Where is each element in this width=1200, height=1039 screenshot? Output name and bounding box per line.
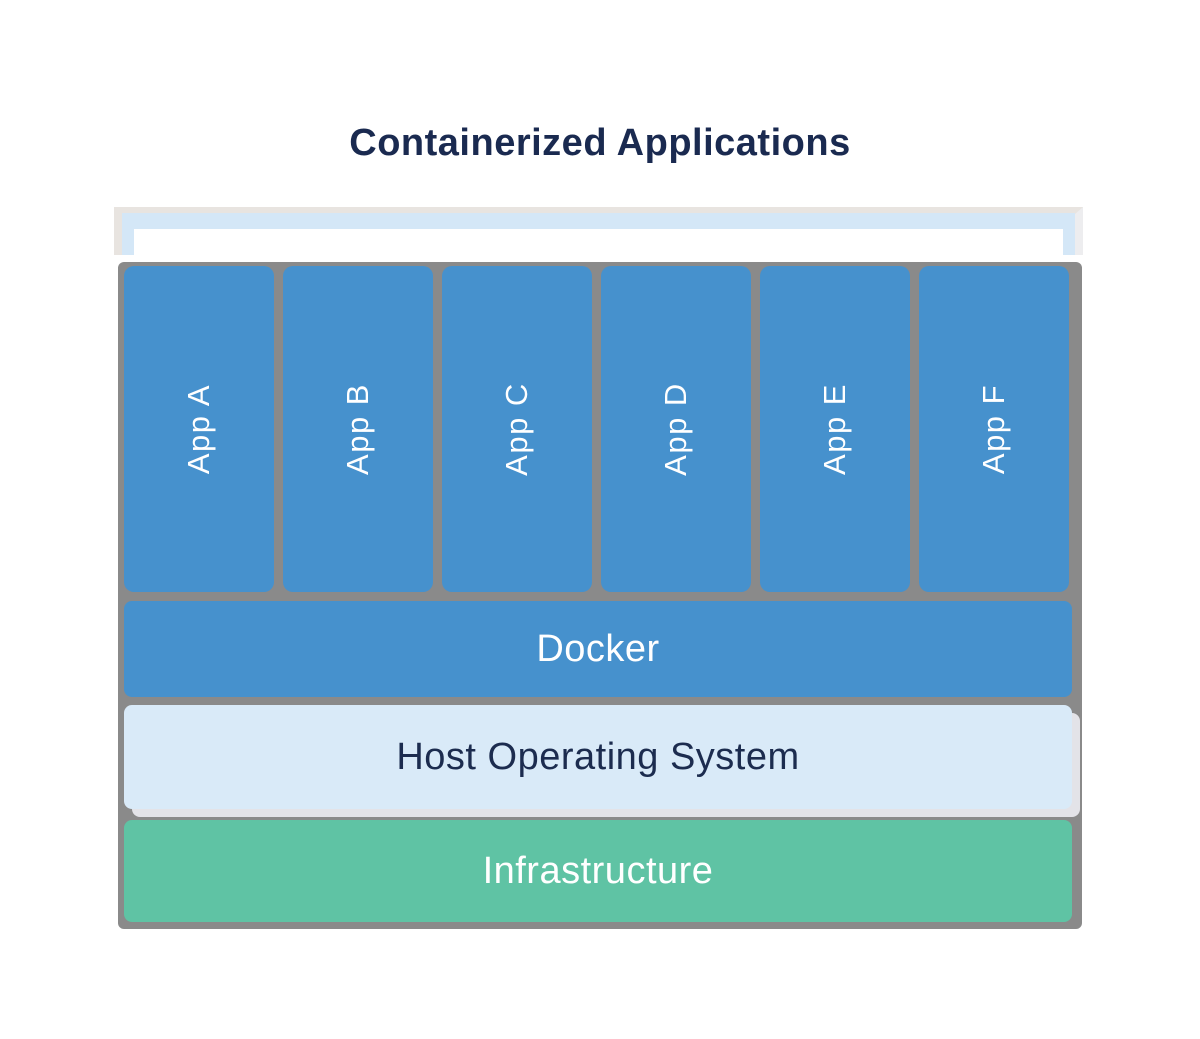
app-box-e: App E <box>760 266 910 592</box>
app-box-c: App C <box>442 266 592 592</box>
bracket-outline <box>122 213 1075 255</box>
containers-bracket <box>114 207 1083 255</box>
app-box-b: App B <box>283 266 433 592</box>
app-box-f: App F <box>919 266 1069 592</box>
infrastructure-layer: Infrastructure <box>124 820 1072 922</box>
app-label: App C <box>498 382 534 476</box>
app-label: App E <box>816 383 852 475</box>
app-label: App F <box>976 383 1011 475</box>
infrastructure-layer-label: Infrastructure <box>482 849 714 892</box>
apps-row: App A App B App C App D App E App F <box>124 266 1069 592</box>
app-label: App D <box>657 382 693 476</box>
app-label: App B <box>339 383 375 475</box>
bracket-shadow <box>114 207 1083 255</box>
docker-layer: Docker <box>124 601 1072 697</box>
app-box-d: App D <box>601 266 751 592</box>
host-os-layer: Host Operating System <box>124 705 1072 809</box>
app-label: App A <box>181 383 216 475</box>
host-os-layer-label: Host Operating System <box>396 735 800 778</box>
docker-layer-label: Docker <box>536 627 660 670</box>
diagram-title: Containerized Applications <box>349 122 851 164</box>
app-box-a: App A <box>124 266 274 592</box>
